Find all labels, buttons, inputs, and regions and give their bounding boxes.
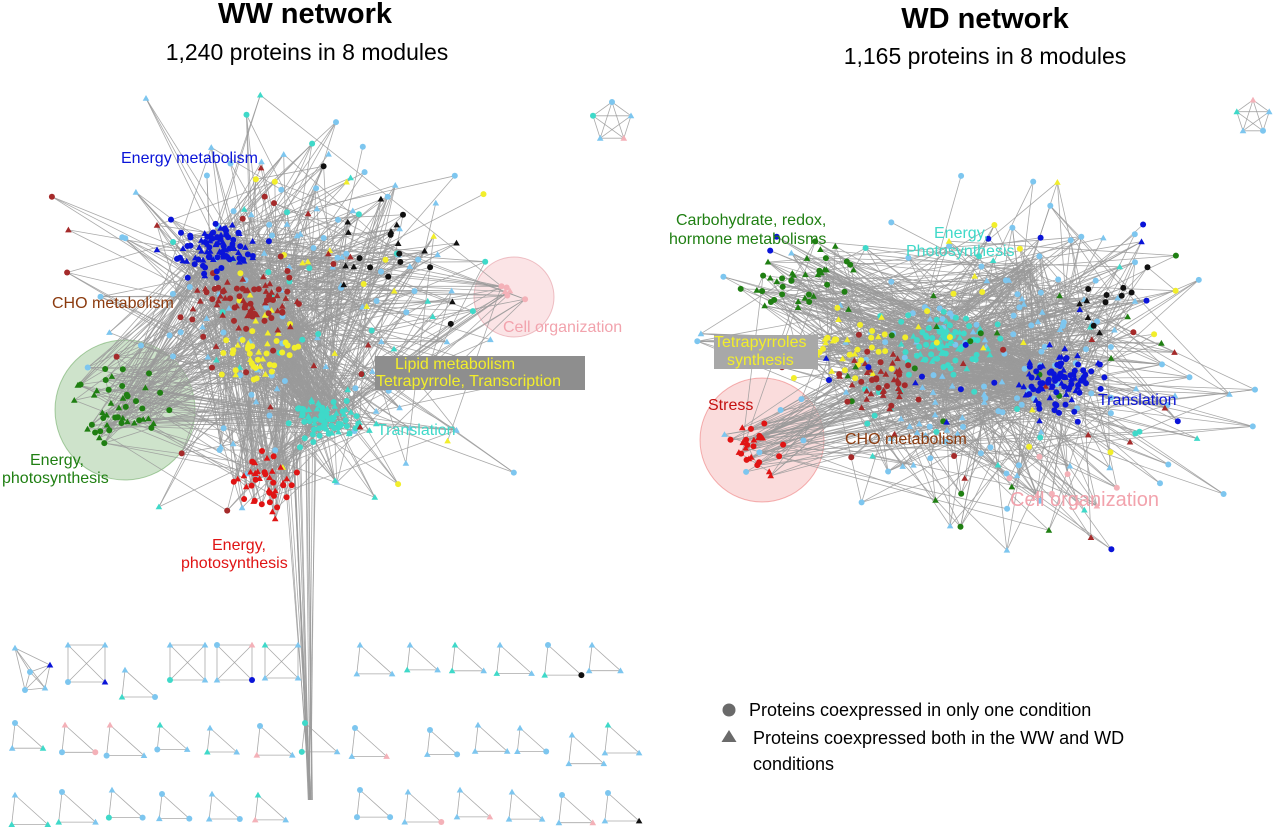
wd-label-translation: Translation [1098, 392, 1177, 409]
ww-label-energy-green-1: Energy, [30, 452, 84, 469]
ww-label-energy-red-2: photosynthesis [181, 555, 288, 572]
ww-label-lipid-line2: Tetrapyrrole, Transcription [376, 373, 561, 390]
ww-label-energy-red-1: Energy, [212, 537, 266, 554]
ww-pink-module-highlight [473, 256, 555, 338]
ww-label-lipid-line1: Lipid metabolism [395, 356, 516, 373]
legend-circle-text: Proteins coexpressed in only one conditi… [749, 700, 1092, 720]
wd-label-tetrapyrroles-box: Tetrapyrroles synthesis [714, 334, 818, 369]
ww-label-lipid-box: Lipid metabolism Tetrapyrrole, Transcrip… [375, 356, 585, 390]
wd-label-tetrapyrroles-1: Tetrapyrroles [714, 334, 807, 351]
wd-label-energy-2: Photosynthesis [906, 243, 1015, 260]
ww-label-cell-organization: Cell organization [503, 319, 623, 336]
legend-triangle-text-1: Proteins coexpressed both in the WW and … [753, 728, 1125, 748]
wd-label-cell-organization: Cell organization [1010, 489, 1159, 511]
ww-network-subtitle: 1,240 proteins in 8 modules [165, 39, 449, 65]
wd-label-tetrapyrroles-2: synthesis [727, 352, 794, 369]
wd-label-carbohydrate-1: Carbohydrate, redox, [676, 212, 827, 229]
legend-markers [721, 703, 737, 742]
node-layer [8, 91, 1273, 827]
wd-network-title: WD network [901, 3, 1069, 35]
legend-triangle-text-2: conditions [753, 754, 835, 774]
ww-label-cho-metabolism: CHO metabolism [52, 295, 174, 312]
wd-label-carbohydrate-2: hormone metabolisms [669, 231, 827, 248]
ww-network-title: WW network [218, 0, 392, 30]
ww-label-translation: Translation [377, 422, 456, 439]
ww-label-energy-metabolism: Energy metabolism [121, 150, 258, 167]
legend-triangle-marker [721, 730, 737, 742]
ww-label-energy-green-2: photosynthesis [2, 470, 109, 487]
wd-network-subtitle: 1,165 proteins in 8 modules [843, 43, 1127, 69]
legend-circle-marker [722, 703, 736, 717]
wd-label-energy-1: Energy, [934, 225, 988, 242]
wd-label-stress: Stress [708, 397, 754, 414]
wd-label-cho-metabolism: CHO metabolism [845, 431, 967, 448]
